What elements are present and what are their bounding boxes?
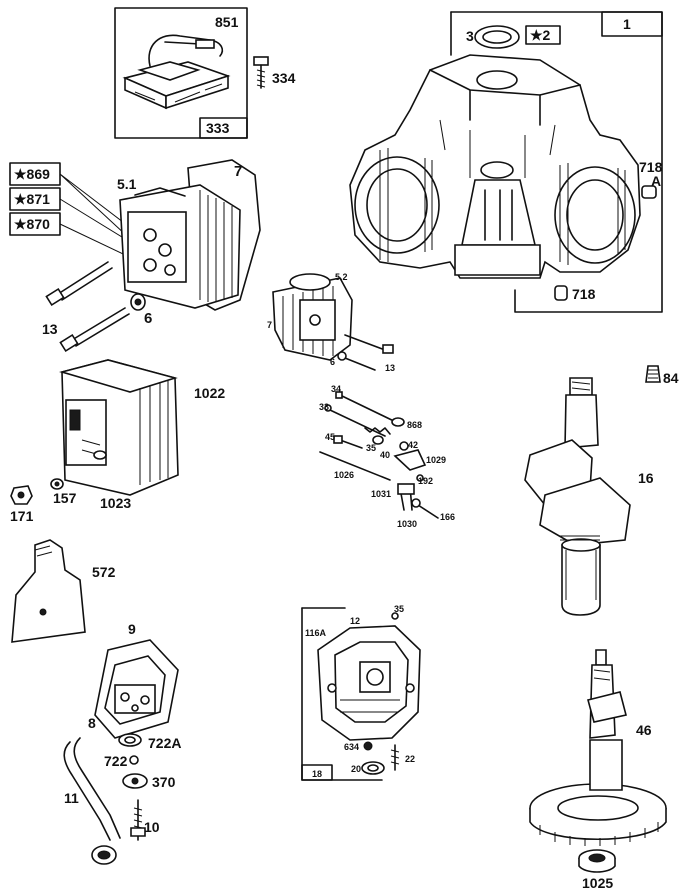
nut-171	[10, 485, 33, 505]
label-10: 10	[144, 819, 160, 835]
label-192: 192	[418, 476, 433, 486]
label-1: 1	[623, 16, 631, 32]
label-11: 11	[64, 790, 79, 806]
armature-part-851	[122, 34, 231, 110]
plug-10	[130, 799, 146, 841]
breather-cover-1022	[59, 359, 179, 496]
label-1022: 1022	[194, 385, 225, 401]
seal-722a	[118, 733, 142, 747]
label-572: 572	[92, 564, 116, 580]
label-box-group	[9, 162, 141, 263]
washer-370	[122, 773, 148, 789]
label-1029: 1029	[426, 455, 446, 465]
crankshaft-16	[524, 377, 631, 616]
label-42: 42	[408, 440, 418, 450]
label-1023: 1023	[100, 495, 131, 511]
label-334: 334	[272, 70, 296, 86]
label-722a: 722A	[148, 735, 181, 751]
label-6-small: 6	[330, 357, 335, 367]
label-3: 3	[466, 28, 474, 44]
label-1025: 1025	[582, 875, 613, 891]
label-116a: 116A	[305, 628, 327, 638]
label-370: 370	[152, 774, 176, 790]
label-333: 333	[206, 120, 230, 136]
washer-157	[50, 478, 64, 490]
label-12: 12	[350, 616, 360, 626]
small-bolts-13	[337, 334, 394, 371]
crankcase-box-18	[301, 607, 421, 781]
label-35-cover: 35	[394, 604, 404, 614]
label-22: 22	[405, 754, 415, 764]
screw-334	[253, 56, 269, 89]
seal-1025	[578, 849, 616, 873]
cylinder-head-5-2	[272, 273, 353, 361]
cylinder-head-5-1	[119, 159, 261, 311]
label-7: 7	[234, 163, 242, 180]
label-46: 46	[636, 722, 652, 738]
label-718a-letter: A	[651, 173, 661, 189]
label-166: 166	[440, 512, 455, 522]
label-722: 722	[104, 753, 128, 769]
pipe-11	[63, 737, 121, 865]
label-869: ★869	[14, 166, 50, 182]
camshaft-gear-46	[529, 649, 667, 846]
label-13-small: 13	[385, 363, 395, 373]
label-634: 634	[344, 742, 359, 752]
seal-3	[474, 25, 520, 49]
label-45: 45	[325, 432, 335, 442]
label-868: 868	[407, 420, 422, 430]
label-1030: 1030	[397, 519, 417, 529]
label-16: 16	[638, 470, 654, 486]
valve-parts-cluster	[319, 391, 439, 519]
ring-722	[129, 755, 139, 765]
label-18: 18	[312, 769, 322, 779]
label-35: 35	[366, 443, 376, 453]
sump-9	[94, 639, 179, 739]
label-34: 34	[331, 384, 341, 394]
head-bolts-13	[45, 261, 130, 353]
label-8: 8	[88, 715, 96, 731]
label-718a-number: 718	[639, 159, 663, 175]
crankcase-cover-12	[317, 625, 421, 741]
plug-84	[645, 365, 661, 383]
armature-box-333	[114, 7, 269, 139]
cylinder-block	[349, 54, 641, 279]
plug-35	[391, 612, 399, 620]
label-6: 6	[144, 310, 152, 327]
label-2: ★2	[530, 27, 551, 43]
label-40: 40	[380, 450, 390, 460]
label-1031: 1031	[371, 489, 391, 499]
label-851: 851	[215, 14, 239, 30]
label-13: 13	[42, 321, 58, 337]
part-labels: 851 334 333 3 ★2 1 718 A 718 ★869 ★871 ★…	[10, 14, 679, 891]
dowel-718a	[641, 185, 657, 199]
label-171: 171	[10, 508, 34, 524]
label-20: 20	[351, 764, 361, 774]
label-870: ★870	[14, 216, 50, 232]
bolt-22	[390, 744, 400, 771]
seal-20	[361, 761, 385, 775]
dowel-718	[554, 285, 568, 301]
label-9: 9	[128, 621, 136, 637]
label-7-small: 7	[267, 320, 272, 330]
label-84: 84	[663, 370, 679, 386]
label-5-2: 5.2	[335, 272, 348, 282]
plug-634	[363, 741, 373, 751]
cylinder-block-box-1	[349, 11, 663, 313]
label-718: 718	[572, 286, 596, 302]
label-33: 33	[319, 402, 329, 412]
label-157: 157	[53, 490, 77, 506]
label-1026: 1026	[334, 470, 354, 480]
gasket-572	[11, 539, 86, 643]
washer-6	[130, 293, 146, 311]
label-871: ★871	[14, 191, 50, 207]
label-5-1: 5.1	[117, 176, 137, 192]
